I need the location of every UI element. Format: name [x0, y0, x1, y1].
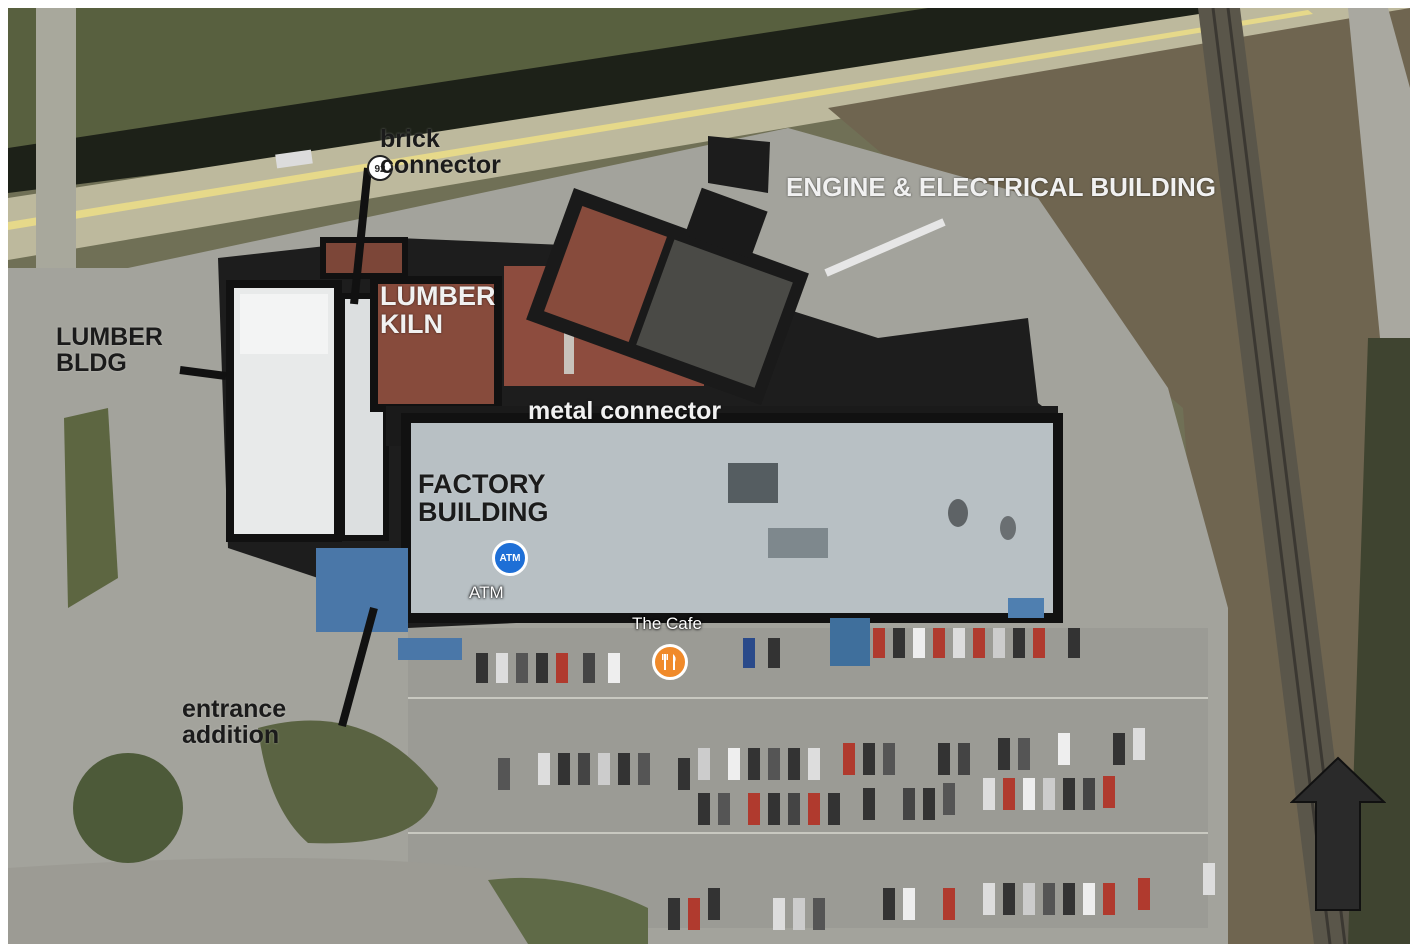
roundabout-grass — [73, 753, 183, 863]
highway-vehicle — [275, 149, 313, 169]
north-arrow-icon — [1290, 756, 1386, 911]
lumber-kiln-building — [370, 276, 502, 412]
poi-label-cafe[interactable]: The Cafe — [632, 614, 702, 633]
label-lumber-kiln-line2: KILN — [380, 309, 443, 340]
aerial-photo: 92 — [8, 8, 1410, 944]
lumber-bldg-pointer — [179, 366, 227, 380]
label-entrance-addition: entrance addition — [182, 696, 286, 749]
right-road — [1348, 8, 1410, 338]
blue-roof — [316, 548, 408, 632]
label-lumber-kiln: LUMBER KILN — [380, 282, 496, 339]
label-entrance-addition-line1: entrance — [182, 695, 287, 723]
parked-cars — [476, 628, 1215, 930]
label-brick-connector-line1: brick — [380, 125, 440, 153]
label-entrance-addition-line2: addition — [182, 721, 280, 750]
label-lumber-kiln-line1: LUMBER — [380, 281, 496, 311]
bottom-island — [488, 877, 648, 944]
highway-center-line — [8, 10, 1313, 230]
label-factory-building-line1: FACTORY — [418, 469, 546, 499]
entrance-lawn — [258, 720, 438, 844]
brick-connector-pointer — [350, 167, 372, 305]
label-brick-connector: brick connector — [380, 126, 501, 179]
left-island — [64, 408, 118, 608]
label-lumber-bldg-line2: BLDG — [56, 349, 127, 378]
road-shield-icon — [367, 155, 393, 181]
fork-knife-glyph — [662, 654, 676, 670]
engine-electrical-pointer — [824, 218, 946, 277]
entrance-addition-pointer — [338, 606, 378, 728]
road-shield-number: 92 — [374, 164, 386, 175]
atm-pin-text: ATM — [499, 552, 521, 564]
bottom-road — [8, 858, 608, 944]
label-metal-connector: metal connector — [528, 397, 722, 425]
label-brick-connector-line2: connector — [380, 151, 501, 180]
atm-icon[interactable]: ATM — [492, 540, 528, 576]
fork-knife-icon[interactable] — [652, 644, 688, 680]
engine-electrical-building — [526, 187, 809, 406]
label-factory-building-line2: BUILDING — [418, 497, 549, 528]
poi-label-atm[interactable]: ATM — [469, 583, 504, 602]
label-factory-building: FACTORY BUILDING — [418, 470, 549, 527]
label-lumber-bldg: LUMBER BLDG — [56, 324, 163, 377]
label-lumber-bldg-line1: LUMBER — [56, 323, 163, 351]
label-engine-electrical: ENGINE & ELECTRICAL BUILDING — [786, 172, 1216, 202]
railway — [1198, 8, 1358, 944]
